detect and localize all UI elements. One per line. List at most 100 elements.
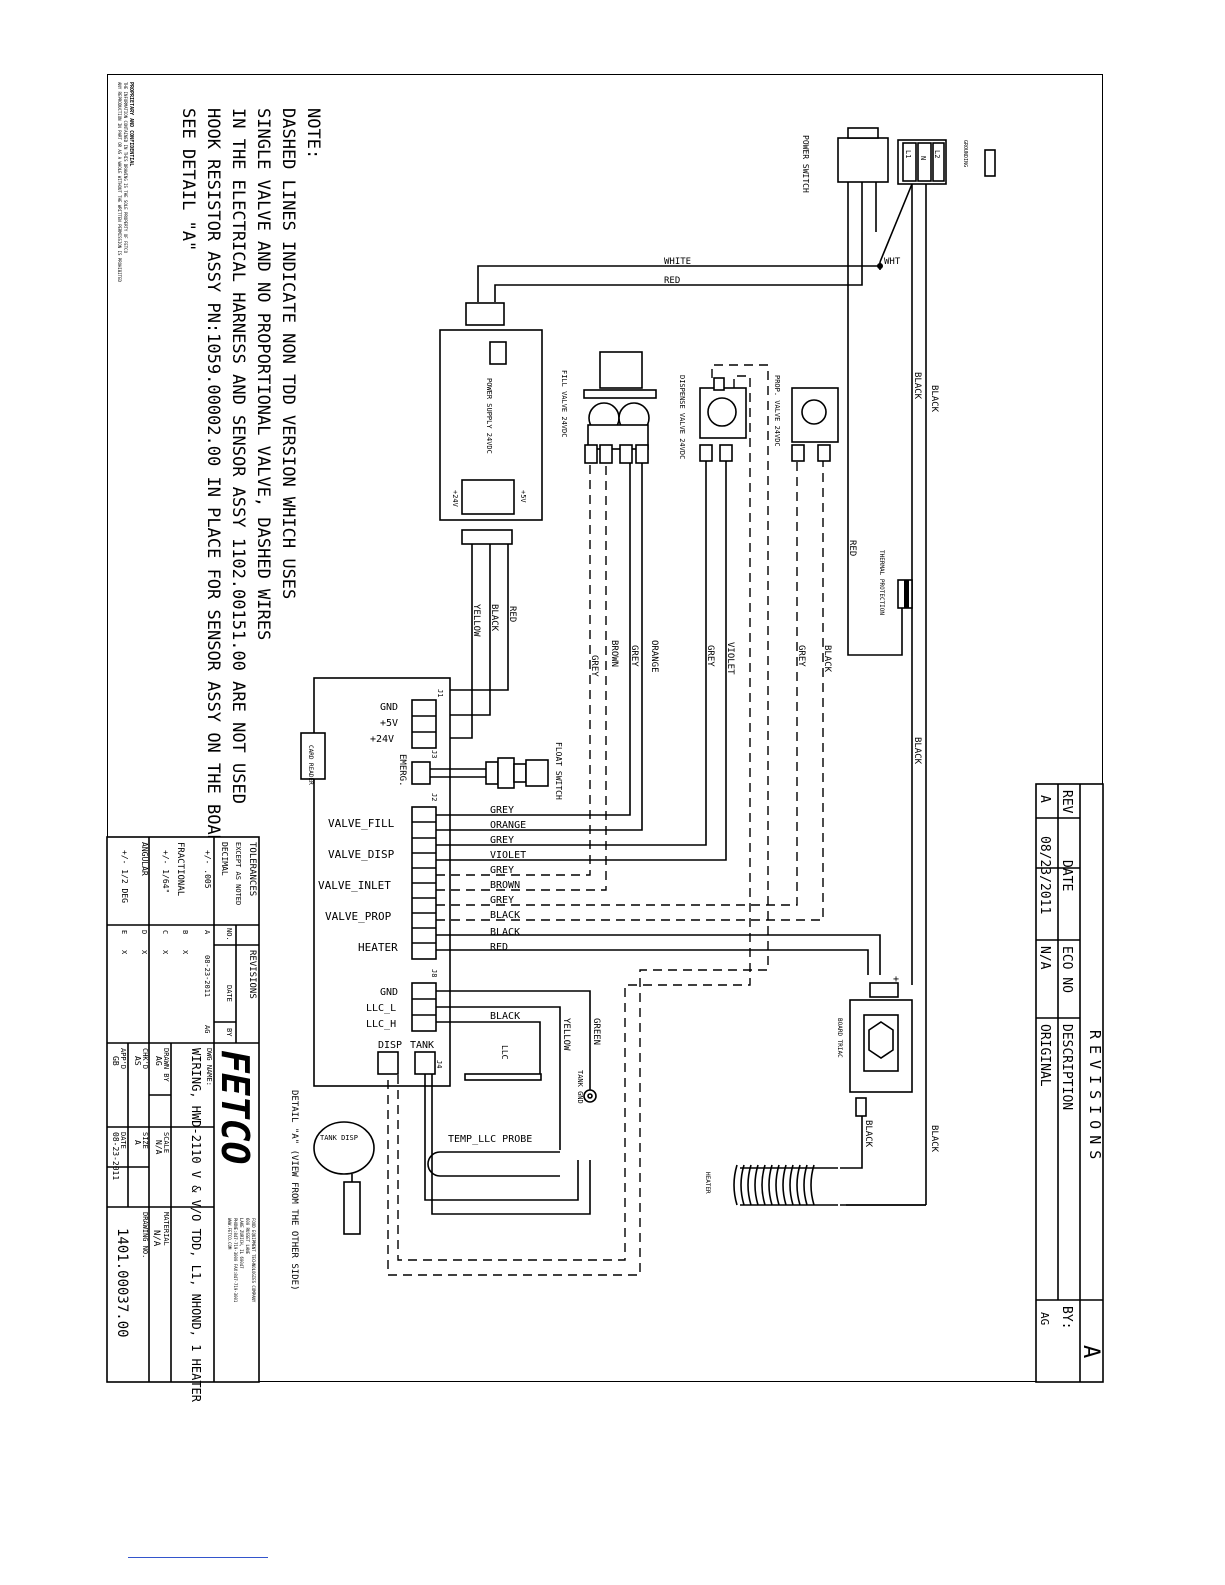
svg-text:AG: AG <box>154 1056 163 1066</box>
svg-text:WHITE: WHITE <box>664 257 691 267</box>
svg-text:GREY: GREY <box>490 865 514 876</box>
svg-text:X: X <box>140 950 148 955</box>
rev-header-eco: ECO NO <box>1059 946 1074 993</box>
svg-text:BLACK: BLACK <box>489 604 499 632</box>
svg-text:GND: GND <box>380 702 398 713</box>
svg-text:BLACK: BLACK <box>912 737 922 765</box>
svg-text:VIOLET: VIOLET <box>490 850 526 861</box>
svg-text:BLACK: BLACK <box>912 372 922 400</box>
svg-text:TANK DISP: TANK DISP <box>320 1134 358 1142</box>
svg-text:N: N <box>919 156 927 160</box>
rev-header-by: BY: <box>1059 1306 1074 1329</box>
rev-row-description: ORIGINAL <box>1037 1024 1052 1087</box>
rev-row-by: AG <box>1038 1312 1051 1325</box>
terminal-block: L2 N L1 GROUNDING <box>897 139 996 185</box>
svg-text:BROWN: BROWN <box>609 640 619 667</box>
svg-text:GREY: GREY <box>796 645 806 667</box>
svg-text:GND: GND <box>380 987 398 998</box>
harness-wires: GREY ORANGE GREY VIOLET GREY BROWN GREY … <box>387 364 881 1276</box>
svg-text:CARD READER: CARD READER <box>307 745 314 785</box>
svg-text:FRACTIONAL: FRACTIONAL <box>175 842 185 896</box>
card-reader: CARD READER <box>300 732 326 785</box>
revisions-block: REVISIONS REV DATE ECO NO DESCRIPTION BY… <box>1035 783 1104 1383</box>
svg-text:TANK: TANK <box>410 1040 434 1051</box>
svg-text:GREY: GREY <box>589 655 599 677</box>
svg-text:VALVE_PROP: VALVE_PROP <box>325 910 392 923</box>
svg-text:PHONE:847-719-3000 FAX:847-719: PHONE:847-719-3000 FAX:847-719-3001 <box>233 1218 238 1303</box>
svg-text:ANY REPRODUCTION IN PART OR AS: ANY REPRODUCTION IN PART OR AS A WHOLE W… <box>117 82 122 282</box>
svg-text:EMERG.: EMERG. <box>397 754 407 787</box>
svg-text:DRAWING NO.: DRAWING NO. <box>141 1212 149 1258</box>
svg-text:MATERIAL: MATERIAL <box>162 1212 170 1246</box>
svg-text:+5V: +5V <box>519 490 527 503</box>
svg-text:SCALE: SCALE <box>162 1132 170 1153</box>
svg-text:APP'D: APP'D <box>119 1048 127 1069</box>
power-supply: POWER SUPPLY 24VDC +5V +24V RED BLACK YE… <box>438 302 543 739</box>
main-wires: WHITE RED WHT BLACK BLACK RED BLACK BLAC… <box>477 183 939 1206</box>
thermal-protection: THERMAL PROTECTION <box>878 550 913 615</box>
svg-text:GREY: GREY <box>490 805 514 816</box>
svg-text:B: B <box>181 930 189 934</box>
prop-valve: PROP. VALVE 24VDC <box>773 375 839 462</box>
svg-text:X: X <box>161 950 169 955</box>
svg-text:YELLOW: YELLOW <box>471 604 481 637</box>
proprietary-note: PROPRIETARY AND CONFIDENTIAL THE INFORMA… <box>117 82 134 282</box>
svg-text:GREY: GREY <box>705 645 715 667</box>
svg-text:ANGULAR: ANGULAR <box>140 842 149 876</box>
svg-text:WWW.FETCO.COM: WWW.FETCO.COM <box>227 1218 232 1250</box>
grounding-label: GROUNDING <box>962 140 968 167</box>
rev-header-date: DATE <box>1059 860 1074 891</box>
svg-text:A: A <box>133 1140 142 1145</box>
svg-text:J8: J8 <box>430 969 438 977</box>
svg-text:DETAIL "A" (VIEW FROM THE OTHE: DETAIL "A" (VIEW FROM THE OTHER SIDE) <box>289 1090 299 1290</box>
rev-current-letter: A <box>1078 1345 1103 1358</box>
svg-text:+5V: +5V <box>380 718 398 729</box>
svg-text:RED: RED <box>490 942 508 953</box>
dispense-valve: DISPENSE VALVE 24VDC <box>678 375 747 462</box>
svg-text:J4: J4 <box>435 1060 443 1068</box>
svg-text:THERMAL PROTECTION: THERMAL PROTECTION <box>878 550 885 615</box>
svg-text:+24V: +24V <box>451 490 459 508</box>
float-switch: FLOAT SWITCH <box>430 742 563 800</box>
svg-text:N/A: N/A <box>154 1140 163 1155</box>
svg-text:THE INFORMATION CONTAINED IN T: THE INFORMATION CONTAINED IN THIS DRAWIN… <box>123 82 128 254</box>
svg-text:WHT: WHT <box>884 257 901 267</box>
svg-text:CHK'D: CHK'D <box>141 1048 149 1069</box>
fetco-logo: FETCO <box>213 1050 257 1164</box>
svg-text:L2: L2 <box>933 150 941 158</box>
svg-text:GB: GB <box>111 1056 120 1066</box>
svg-text:+/- .005: +/- .005 <box>203 850 212 889</box>
svg-text:08-23-2011: 08-23-2011 <box>203 955 211 997</box>
svg-text:J3: J3 <box>430 750 438 758</box>
rev-row-eco: N/A <box>1037 946 1052 970</box>
rev-row-rev: A <box>1037 795 1052 803</box>
svg-text:ORANGE: ORANGE <box>490 820 526 831</box>
svg-text:C: C <box>161 930 169 934</box>
svg-text:TANK GND: TANK GND <box>576 1070 584 1104</box>
svg-text:NO.: NO. <box>225 928 233 941</box>
svg-text:PROP. VALVE 24VDC: PROP. VALVE 24VDC <box>773 375 781 447</box>
svg-text:GREY: GREY <box>629 645 639 667</box>
svg-text:RED: RED <box>507 606 517 622</box>
svg-text:FLOAT SWITCH: FLOAT SWITCH <box>554 742 563 800</box>
svg-text:AS: AS <box>133 1056 142 1066</box>
svg-text:DISP: DISP <box>378 1040 402 1051</box>
svg-text:VALVE_FILL: VALVE_FILL <box>328 817 395 830</box>
svg-text:+/- 1/2 DEG: +/- 1/2 DEG <box>120 850 129 903</box>
notes-line-5: SEE DETAIL "A" <box>178 108 198 251</box>
svg-text:LAKE ZURICH, IL 60047: LAKE ZURICH, IL 60047 <box>239 1218 244 1269</box>
svg-text:L1: L1 <box>904 150 912 158</box>
svg-text:LLC: LLC <box>500 1045 509 1060</box>
drawing-number: 1401.00037.00 <box>114 1228 130 1338</box>
svg-text:BROWN: BROWN <box>490 880 520 891</box>
svg-text:DISPENSE VALVE 24VDC: DISPENSE VALVE 24VDC <box>678 375 686 459</box>
svg-text:DATE: DATE <box>225 985 233 1002</box>
svg-text:GREEN: GREEN <box>591 1018 601 1045</box>
svg-text:J1: J1 <box>436 689 444 697</box>
svg-text:BLACK: BLACK <box>929 385 939 413</box>
notes-heading: NOTE: <box>303 108 323 159</box>
notes-line-3: IN THE ELECTRICAL HARNESS AND SENSOR ASS… <box>228 108 248 804</box>
revisions-title: REVISIONS <box>1086 1030 1104 1165</box>
svg-text:N/A: N/A <box>151 1230 161 1247</box>
svg-text:LLC_H: LLC_H <box>366 1019 396 1030</box>
